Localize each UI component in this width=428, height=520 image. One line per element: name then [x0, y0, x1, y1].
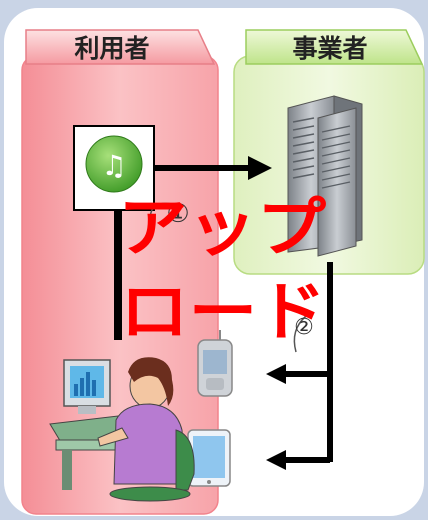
step-2-marker: ② [293, 315, 314, 353]
step-2-label: ② [294, 315, 314, 340]
svg-text:♫: ♫ [101, 149, 126, 182]
upload-arrow [154, 156, 272, 180]
step-1-label: ① [166, 199, 189, 229]
overlay-text-line-2: ロード [120, 276, 326, 350]
music-note-icon: ♫ [73, 125, 155, 211]
provider-label: 事業者 [292, 34, 367, 63]
user-label: 利用者 [74, 34, 149, 63]
server-icon [287, 95, 363, 257]
overlay-text-line-1: アップ [118, 192, 326, 266]
phone-icon [197, 330, 233, 397]
distribution-arrows [266, 262, 333, 470]
user-tab [25, 29, 216, 65]
tablet-icon [187, 429, 231, 487]
step-1-marker: ① [149, 199, 190, 229]
person-at-computer-icon [49, 357, 195, 502]
provider-tab [245, 29, 424, 65]
